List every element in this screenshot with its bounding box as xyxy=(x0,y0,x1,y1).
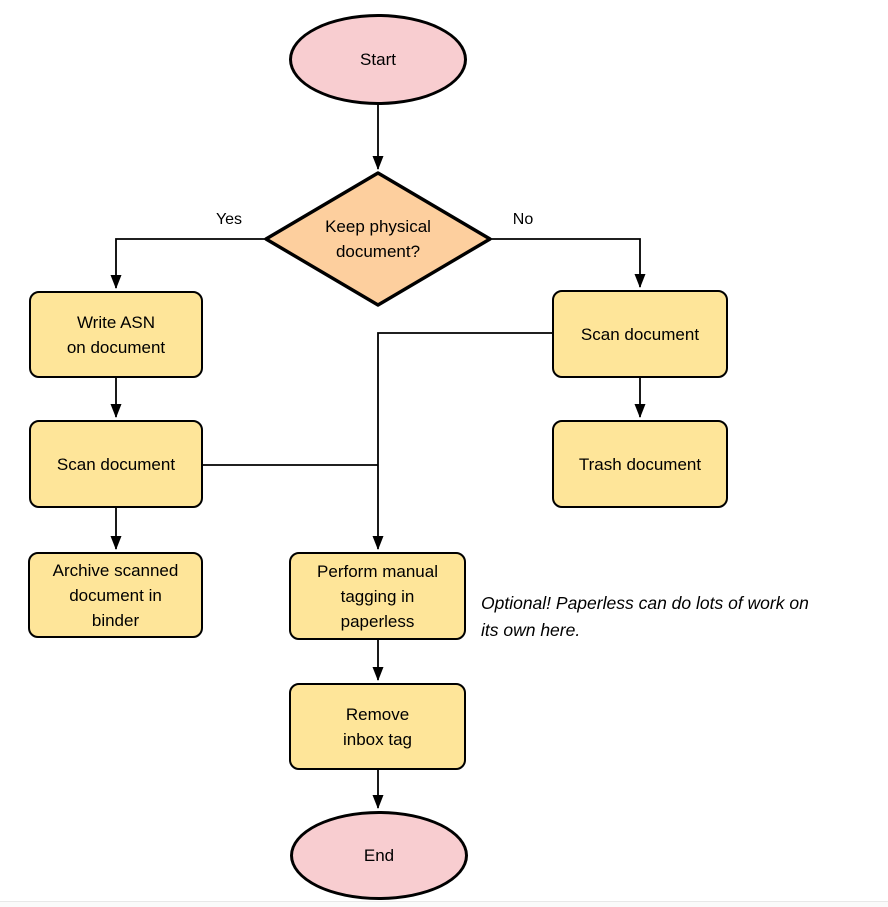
node-write-asn: Write ASN on document xyxy=(29,291,203,378)
decision-diamond-shape xyxy=(264,171,492,307)
edge-decision-no-to-scan-right xyxy=(490,238,646,288)
bottom-page-edge xyxy=(0,901,888,907)
node-perform-manual-tagging: Perform manual tagging in paperless xyxy=(289,552,466,640)
node-remove-inbox-tag: Remove inbox tag xyxy=(289,683,466,770)
annotation-optional-paperless: Optional! Paperless can do lots of work … xyxy=(481,593,809,640)
node-end: End xyxy=(290,811,468,900)
edge-label-no: No xyxy=(512,211,534,228)
edge-decision-yes-to-write-asn xyxy=(110,238,266,289)
node-scan-document-right: Scan document xyxy=(552,290,728,378)
node-trash-document: Trash document xyxy=(552,420,728,508)
edge-label-yes: Yes xyxy=(215,211,243,228)
edge-scan-right-to-tagging xyxy=(372,332,552,550)
node-decision-keep-physical-label: Keep physical document? xyxy=(325,217,431,261)
node-archive-in-binder: Archive scanned document in binder xyxy=(28,552,203,638)
node-start: Start xyxy=(289,14,467,105)
node-scan-document-left: Scan document xyxy=(29,420,203,508)
